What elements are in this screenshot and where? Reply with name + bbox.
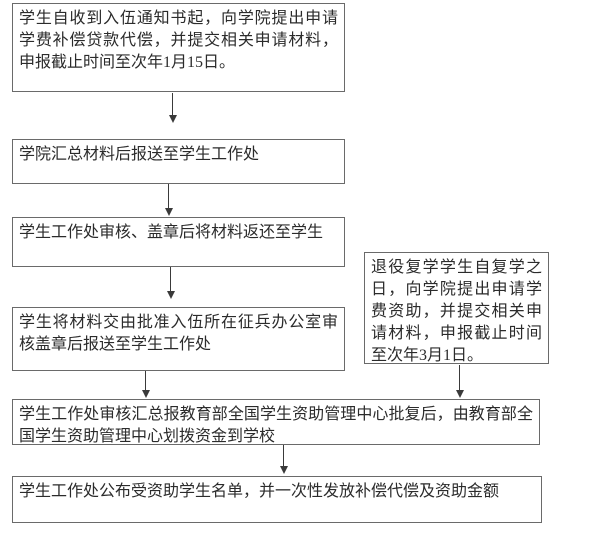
arrow-shaft [458, 365, 461, 390]
arrowhead-down-icon [141, 390, 150, 398]
arrow-n6-to-n7 [279, 445, 288, 474]
arrow-n2-to-n3 [164, 184, 173, 216]
arrow-n5-to-n6 [455, 365, 464, 398]
flow-node-ministry-approval-funds-transfer: 学生工作处审核汇总报教育部全国学生资助管理中心批复后，由教育部全国学生资助管理中… [12, 399, 540, 445]
arrowhead-down-icon [164, 208, 173, 216]
arrowhead-down-icon [166, 291, 175, 299]
arrowhead-down-icon [168, 115, 177, 123]
arrow-shaft [169, 267, 172, 291]
arrow-shaft [144, 371, 147, 390]
arrow-n4-to-n6 [141, 371, 150, 398]
arrow-shaft [171, 93, 174, 115]
arrow-shaft [282, 445, 285, 466]
arrowhead-down-icon [279, 466, 288, 474]
arrow-n3-to-n4 [166, 267, 175, 299]
flow-node-apply-tuition-compensation: 学生自收到入伍通知书起，向学院提出申请学费补偿贷款代偿，并提交相关申请材料，申报… [12, 3, 345, 92]
flow-node-veteran-resume-study-apply: 退役复学学生自复学之日，向学院提出申请学费资助，并提交相关申请材料，申报截止时间… [364, 252, 549, 364]
flow-node-college-collects-materials: 学院汇总材料后报送至学生工作处 [12, 139, 345, 184]
flow-node-publish-list-disburse-funds: 学生工作处公布受资助学生名单，并一次性发放补偿代偿及资助金额 [12, 476, 542, 523]
flow-node-conscription-office-review: 学生将材料交由批准入伍所在征兵办公室审核盖章后报送至学生工作处 [12, 307, 345, 371]
arrowhead-down-icon [455, 390, 464, 398]
arrow-n1-to-n2 [168, 93, 177, 123]
arrow-shaft [167, 184, 170, 208]
flow-node-student-affairs-review-stamp: 学生工作处审核、盖章后将材料返还至学生 [12, 217, 345, 267]
